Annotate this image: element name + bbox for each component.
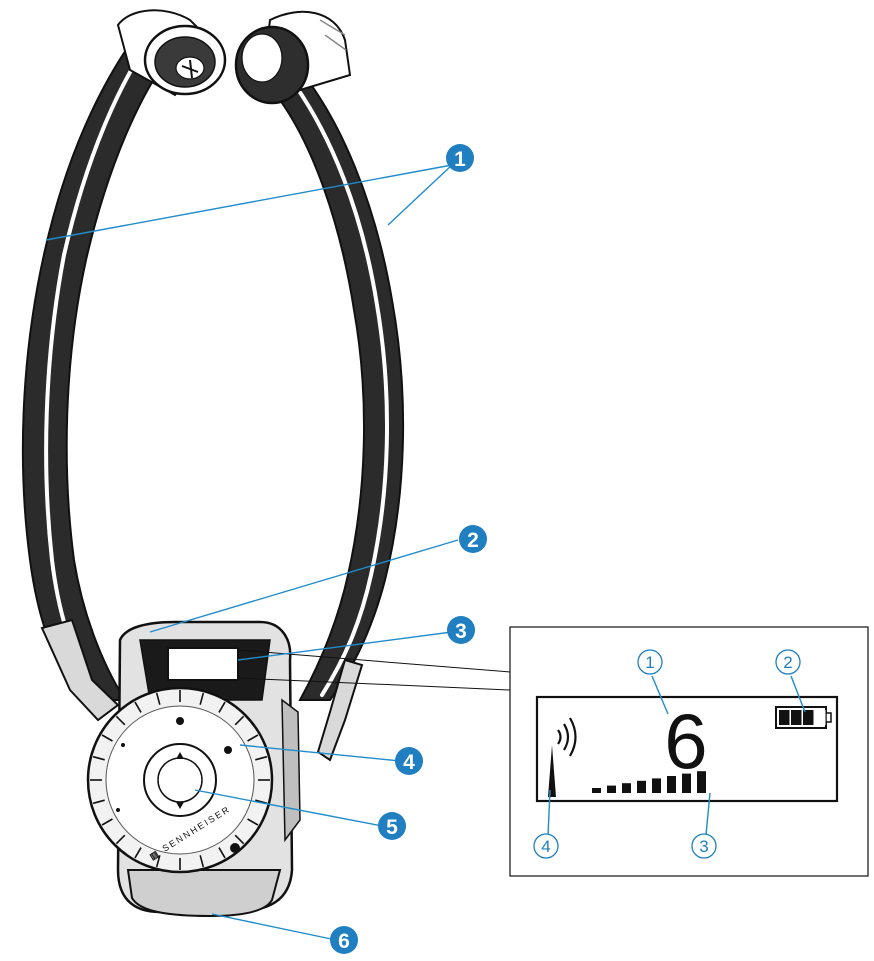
radio-waves-icon: [557, 717, 577, 757]
wheel-tick: [155, 692, 161, 705]
callout-badge-6: 6: [330, 926, 358, 954]
volume-bar: [652, 778, 661, 793]
detail-leader-3: [705, 792, 711, 836]
callout-badge-1: 1: [446, 144, 474, 172]
headband: [21, 28, 405, 762]
svg-text:3: 3: [699, 837, 708, 856]
detail-leader-2: [790, 675, 806, 713]
leader-3: [237, 631, 453, 661]
callout-badge-4: 4: [395, 747, 423, 775]
leader-6: [211, 913, 337, 941]
detail-label-3: 3: [691, 833, 717, 859]
volume-bar: [592, 788, 601, 793]
wheel-dot: [224, 746, 232, 754]
battery-cell: [803, 710, 814, 725]
volume-bar: [682, 773, 691, 793]
wheel-dot: [116, 808, 120, 812]
wheel-tick: [234, 715, 245, 726]
wheel-ticks: [90, 690, 270, 870]
svg-text:5: 5: [386, 816, 398, 839]
wheel-tick: [199, 855, 205, 868]
right-earpiece: [234, 10, 352, 105]
display-detail-panel: 6 1 2 3 4: [237, 626, 869, 877]
detail-label-4: 4: [533, 833, 559, 859]
wheel-tick: [115, 834, 126, 845]
leader-4: [239, 744, 401, 762]
battery-icon: [775, 706, 832, 729]
battery-cell: [779, 710, 790, 725]
leader-2: [149, 539, 459, 633]
svg-text:6: 6: [338, 930, 350, 953]
callout-leaders: [45, 164, 459, 941]
triangle-down-icon: [176, 802, 184, 809]
wheel-tick: [92, 755, 105, 761]
headband-left-arm: [21, 28, 172, 701]
battery-cell: [815, 710, 826, 725]
volume-bar: [607, 785, 616, 793]
wheel-tick: [134, 847, 142, 859]
wheel-tick: [255, 755, 268, 761]
svg-text:4: 4: [541, 837, 550, 856]
wheel-tick: [155, 855, 161, 868]
right-arm-sleeve: [316, 658, 364, 762]
detail-label-1: 1: [637, 649, 663, 675]
leader-1b: [387, 164, 453, 226]
left-arm-sleeve: [40, 618, 120, 722]
wheel-tick: [101, 734, 113, 742]
wheel-tick: [134, 701, 142, 713]
volume-bar: [667, 776, 676, 793]
signal-strength-icon: [548, 745, 556, 797]
detail-connector-bottom: [237, 677, 511, 691]
wheel-dot: [121, 743, 125, 747]
wheel-tick: [247, 818, 259, 826]
svg-text:2: 2: [467, 529, 479, 552]
leader-1a: [45, 164, 453, 241]
detail-leader-4: [547, 789, 551, 837]
callout-badge-3: 3: [447, 616, 475, 644]
wheel-tick: [199, 692, 205, 705]
left-earpiece: [116, 9, 227, 97]
receiver-display-window: [167, 647, 239, 681]
wheel-tick: [247, 734, 259, 742]
volume-bar: [637, 780, 646, 793]
svg-text:1: 1: [454, 148, 466, 171]
wheel-tick: [234, 834, 245, 845]
wheel-tick: [101, 818, 113, 826]
wheel-tick: [218, 701, 226, 713]
volume-bars-icon: [592, 771, 706, 793]
battery-cell: [791, 710, 802, 725]
svg-text:3: 3: [455, 620, 467, 643]
triangle-up-icon: [176, 752, 184, 759]
wheel-dot: [176, 717, 184, 725]
wheel-dot: [230, 843, 240, 853]
svg-text:4: 4: [403, 751, 415, 774]
leader-5: [194, 789, 383, 827]
channel-button[interactable]: [143, 743, 217, 817]
wheel-tick: [92, 799, 105, 805]
headband-right-arm: [278, 68, 405, 701]
callout-badge-2: 2: [459, 525, 487, 553]
svg-text:1: 1: [645, 653, 654, 672]
volume-bar: [697, 771, 706, 793]
detail-leader-1: [651, 675, 669, 715]
wheel-tick: [115, 715, 126, 726]
detail-label-2: 2: [775, 649, 801, 675]
wheel-tick: [218, 847, 226, 859]
svg-text:2: 2: [783, 653, 792, 672]
callout-badge-5: 5: [378, 812, 406, 840]
channel-number: 6: [664, 697, 707, 785]
volume-bar: [622, 783, 631, 793]
